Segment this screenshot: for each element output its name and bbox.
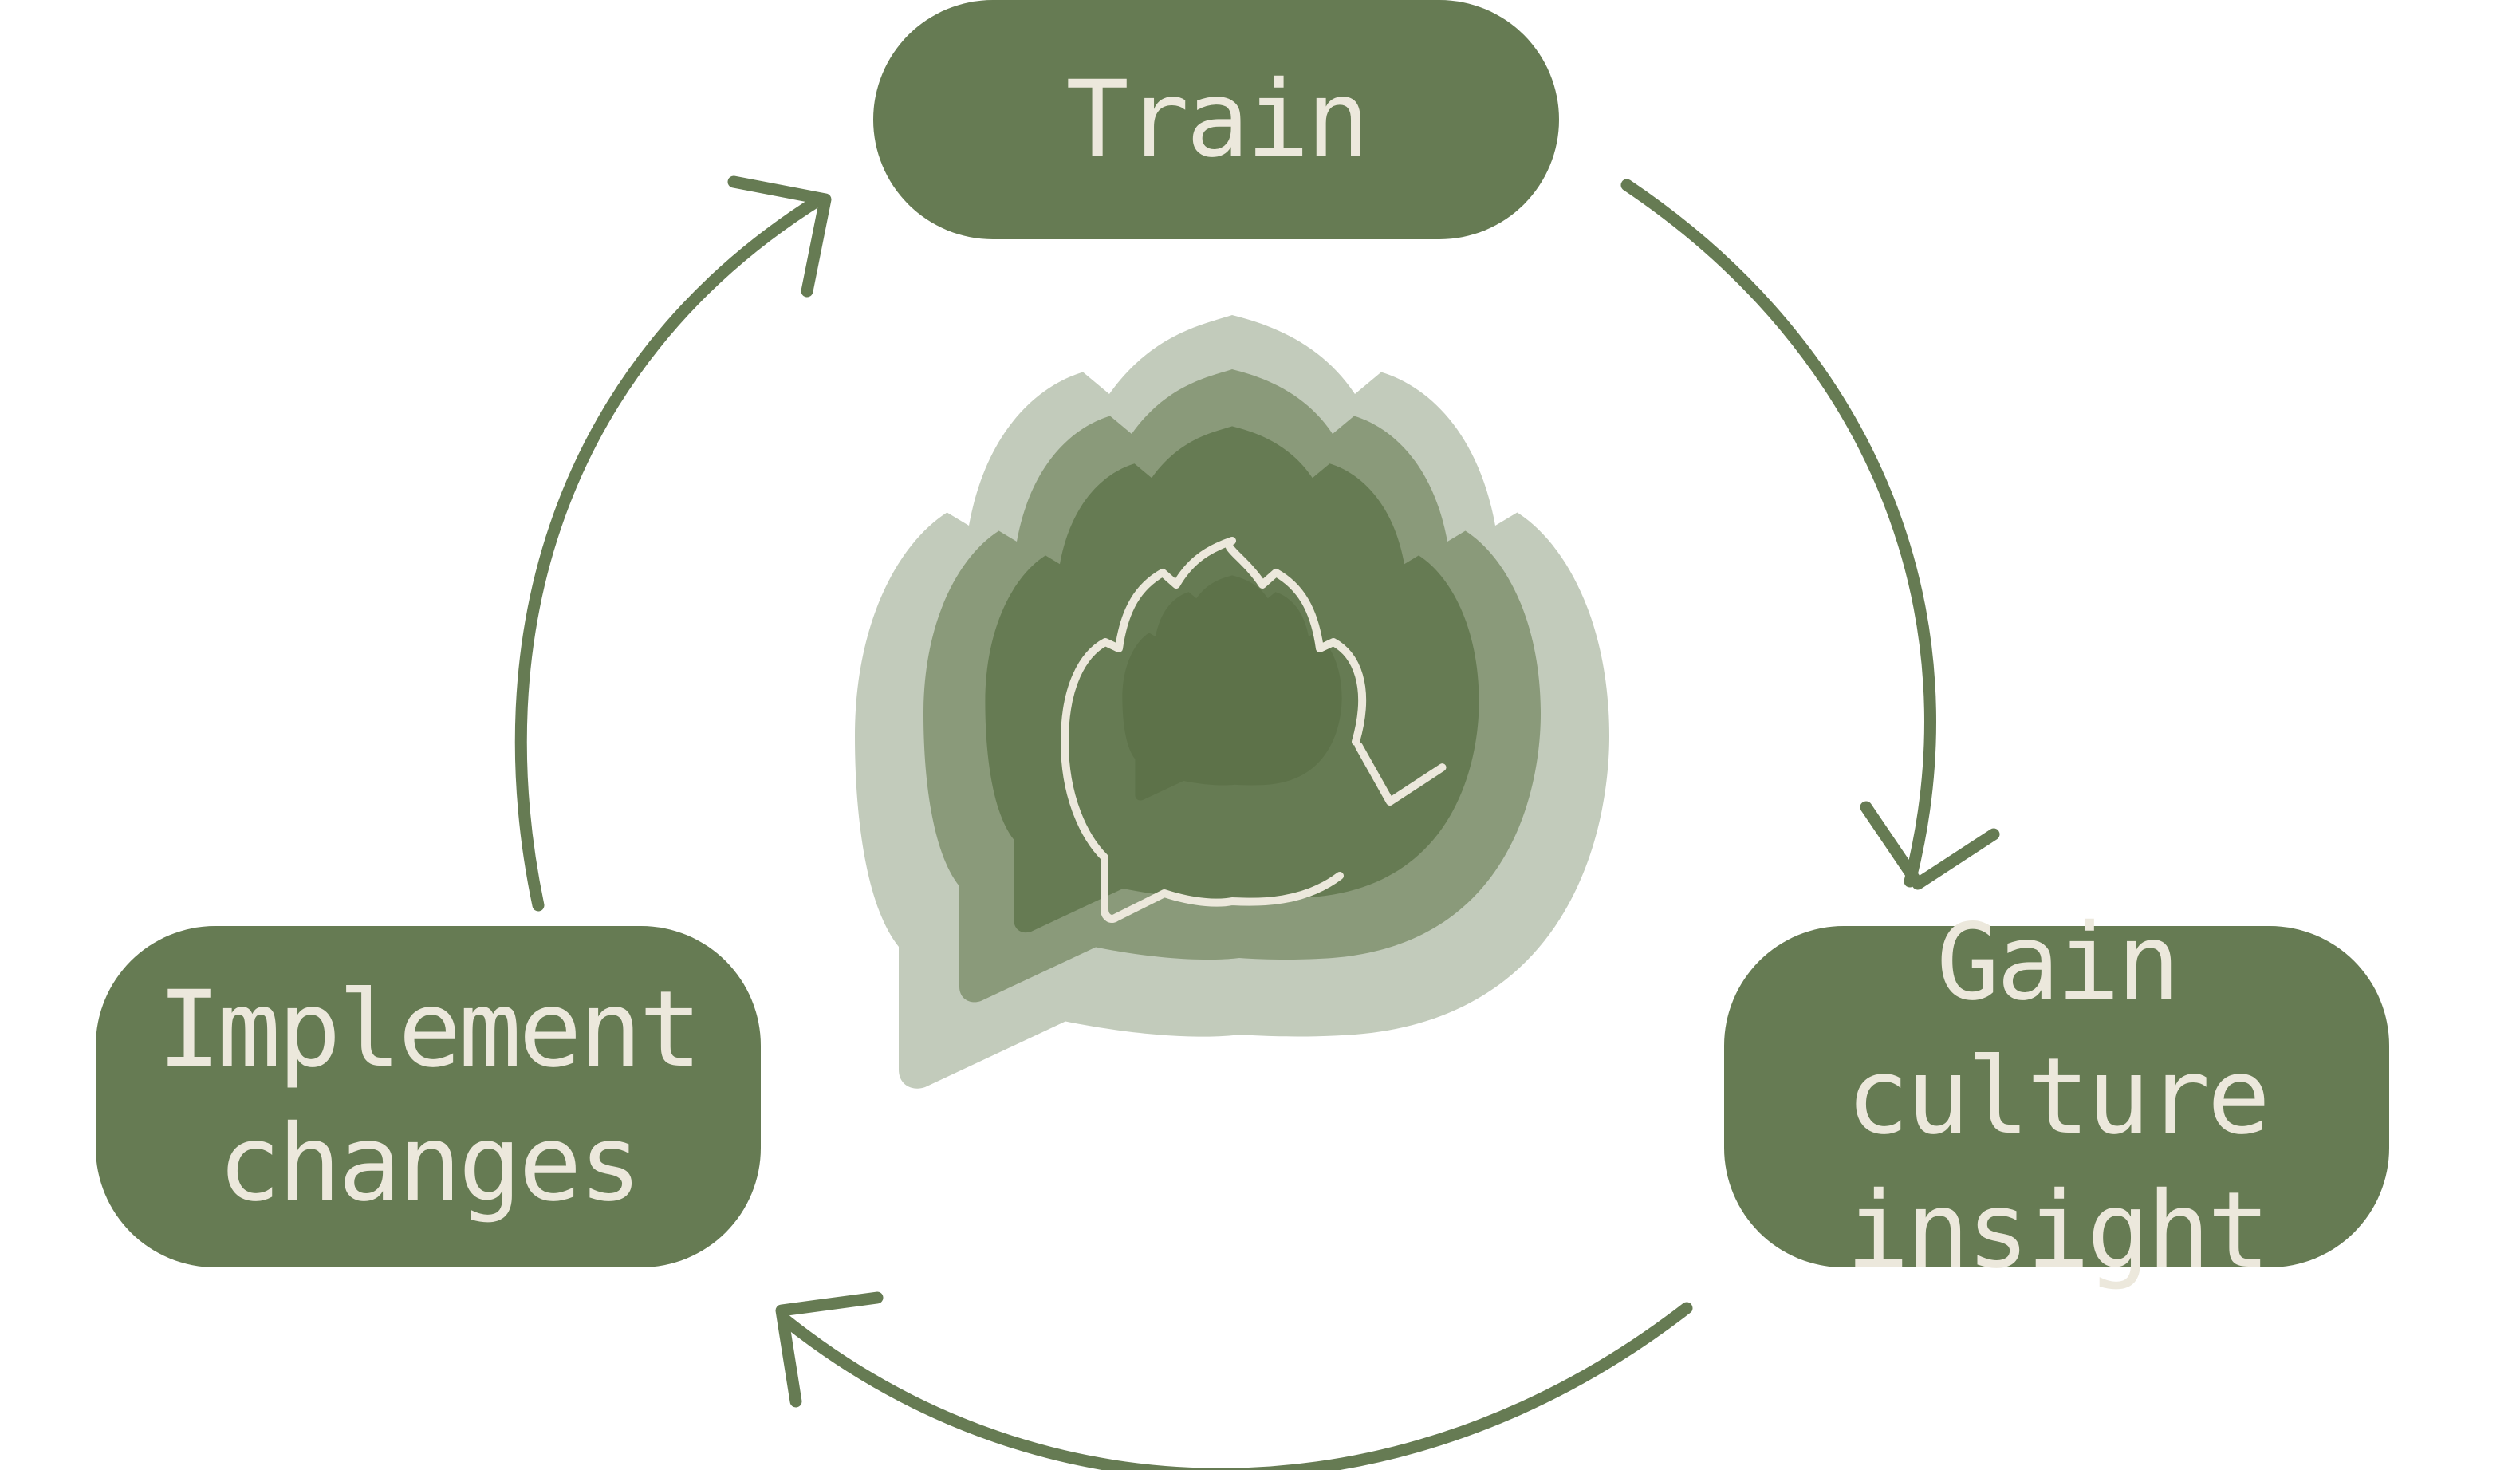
step-implement-changes: Implement changes	[96, 926, 761, 1267]
cycle-arrows	[514, 175, 2000, 1470]
step-train: Train	[873, 0, 1559, 239]
step-implement-changes-label: Implement changes	[157, 968, 702, 1225]
arrow-train-to-insight	[1620, 179, 2000, 890]
step-gain-culture-insight: Gain culture insight	[1724, 901, 2389, 1292]
step-gain-culture-insight-label: Gain culture insight	[1845, 901, 2270, 1292]
speech-bubble-cycle-icon	[855, 315, 1609, 1089]
arrow-insight-to-implement	[775, 1291, 1693, 1470]
arrow-implement-to-train	[514, 175, 832, 912]
step-train-label: Train	[1065, 58, 1369, 181]
